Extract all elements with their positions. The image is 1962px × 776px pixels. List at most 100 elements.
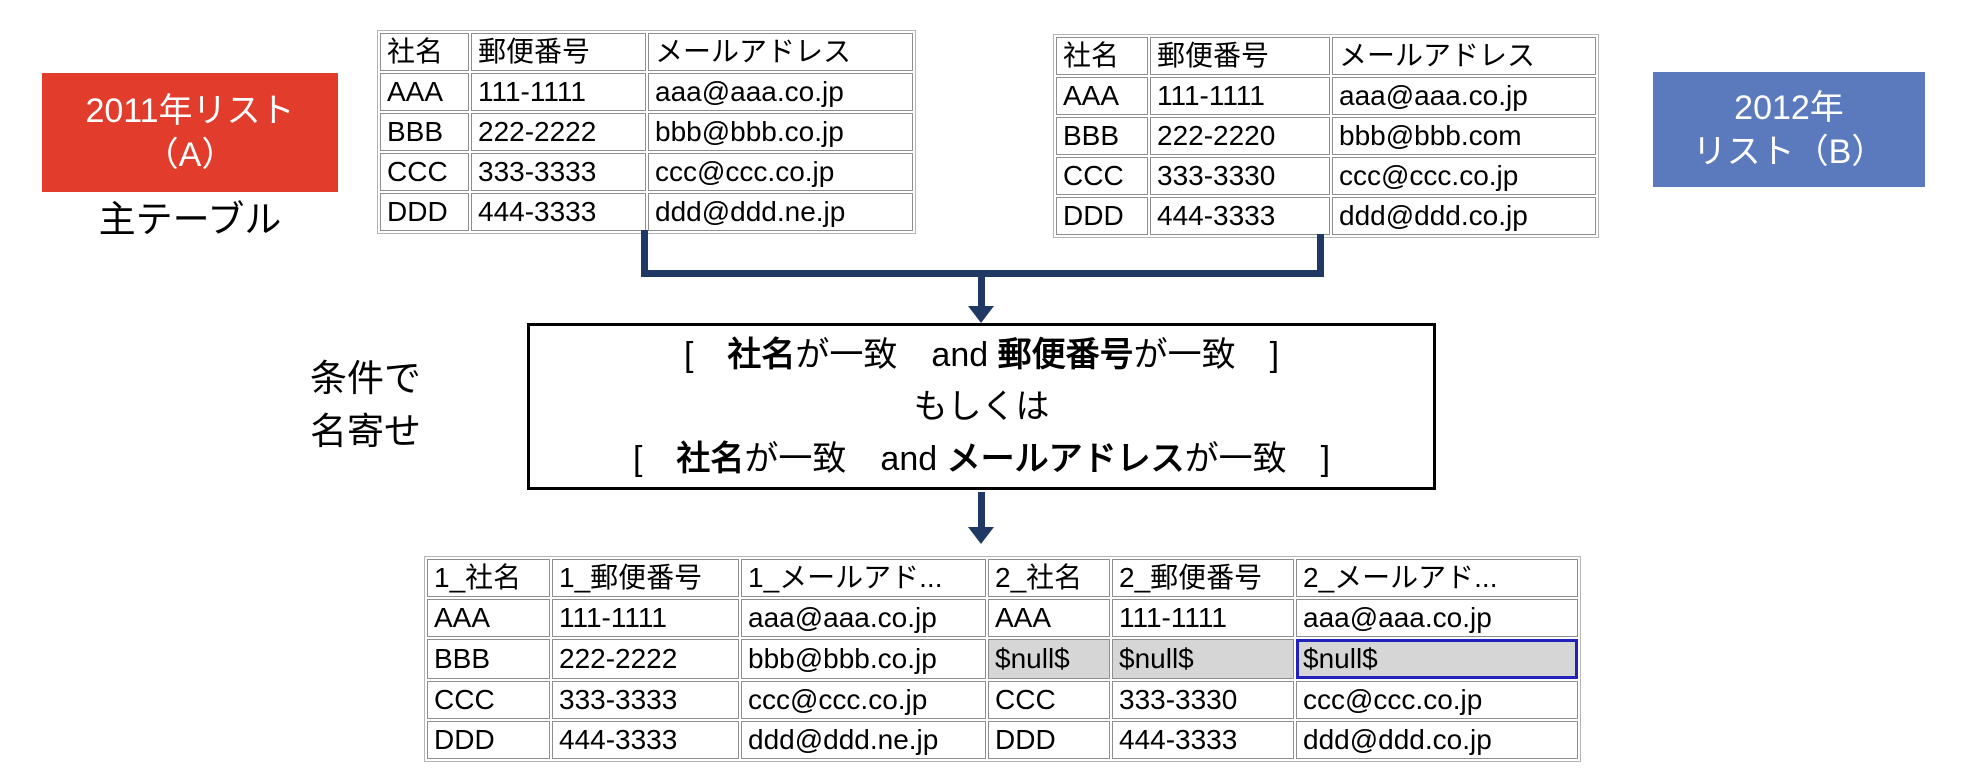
null-cell: $null$ xyxy=(1112,639,1294,679)
table-cell: ccc@ccc.co.jp xyxy=(648,153,913,191)
table-cell: aaa@aaa.co.jp xyxy=(1296,599,1578,637)
condition-text: [ xyxy=(683,335,728,374)
table-cell: BBB xyxy=(427,639,550,679)
table-cell: 444-3333 xyxy=(1112,721,1294,759)
table-cell: ccc@ccc.co.jp xyxy=(741,681,986,719)
condition-field-name: 社名 xyxy=(676,439,745,478)
arrow-down-icon xyxy=(978,277,985,307)
column-header: 2_郵便番号 xyxy=(1112,559,1294,597)
arrow-down-head-icon xyxy=(968,306,994,323)
column-header: メールアドレス xyxy=(648,33,913,71)
condition-text: が一致 ] xyxy=(1184,439,1331,478)
table-cell: CCC xyxy=(427,681,550,719)
column-header: 社名 xyxy=(380,33,469,71)
table-cell: DDD xyxy=(988,721,1110,759)
condition-text: が一致 and xyxy=(795,335,998,374)
table-cell: 333-3333 xyxy=(471,153,646,191)
table-cell: aaa@aaa.co.jp xyxy=(741,599,986,637)
table-cell: AAA xyxy=(427,599,550,637)
table-cell: 111-1111 xyxy=(1150,77,1330,115)
table-cell: bbb@bbb.com xyxy=(1332,117,1596,155)
header-row: 社名郵便番号メールアドレス xyxy=(380,33,913,71)
table-cell: ddd@ddd.ne.jp xyxy=(648,193,913,231)
table-cell: 111-1111 xyxy=(471,73,646,111)
condition-line-1: [ 社名が一致 and 郵便番号が一致 ] xyxy=(684,329,1279,381)
header-row: 社名郵便番号メールアドレス xyxy=(1056,37,1596,75)
table-cell: CCC xyxy=(1056,157,1148,195)
condition-line-2: もしくは xyxy=(914,381,1050,433)
connector-line-right xyxy=(1317,234,1324,272)
table-cell: DDD xyxy=(1056,197,1148,235)
column-header: 郵便番号 xyxy=(471,33,646,71)
condition-side-label-line2: 名寄せ xyxy=(310,411,421,452)
table-cell: 111-1111 xyxy=(552,599,739,637)
table-cell: 444-3333 xyxy=(552,721,739,759)
table-cell: BBB xyxy=(1056,117,1148,155)
table-cell: 333-3330 xyxy=(1150,157,1330,195)
table-cell: ddd@ddd.ne.jp xyxy=(741,721,986,759)
table-cell: BBB xyxy=(380,113,469,151)
arrow-down-icon xyxy=(978,492,985,528)
condition-field-name: 郵便番号 xyxy=(997,335,1134,374)
table-cell: 222-2222 xyxy=(471,113,646,151)
table-cell: CCC xyxy=(988,681,1110,719)
column-header: メールアドレス xyxy=(1332,37,1596,75)
column-header: 2_メールアド... xyxy=(1296,559,1578,597)
list-a-badge-line2: （A） xyxy=(144,135,236,174)
table-cell: aaa@aaa.co.jp xyxy=(1332,77,1596,115)
table-cell: ddd@ddd.co.jp xyxy=(1332,197,1596,235)
table-cell: DDD xyxy=(427,721,550,759)
table-cell: 222-2220 xyxy=(1150,117,1330,155)
list-b-badge: 2012年 リスト（B） xyxy=(1653,72,1925,187)
table-cell: ddd@ddd.co.jp xyxy=(1296,721,1578,759)
column-header: 社名 xyxy=(1056,37,1148,75)
column-header: 1_社名 xyxy=(427,559,550,597)
null-cell: $null$ xyxy=(988,639,1110,679)
condition-field-name: 社名 xyxy=(727,335,796,374)
table-cell: 111-1111 xyxy=(1112,599,1294,637)
column-header: 1_メールアド... xyxy=(741,559,986,597)
list-b-badge-line2: リスト（B） xyxy=(1692,132,1886,171)
main-table-label: 主テーブル xyxy=(98,199,282,240)
table-cell: bbb@bbb.co.jp xyxy=(741,639,986,679)
table-cell: ccc@ccc.co.jp xyxy=(1296,681,1578,719)
table-cell: 333-3333 xyxy=(552,681,739,719)
column-header: 2_社名 xyxy=(988,559,1110,597)
table-cell: ccc@ccc.co.jp xyxy=(1332,157,1596,195)
list-a-badge-line1: 2011年リスト xyxy=(85,91,295,130)
condition-text: もしくは xyxy=(913,387,1050,426)
condition-text: [ xyxy=(632,439,677,478)
selected-null-cell: $null$ xyxy=(1296,639,1578,679)
column-header: 1_郵便番号 xyxy=(552,559,739,597)
table-cell: AAA xyxy=(380,73,469,111)
table-cell: CCC xyxy=(380,153,469,191)
match-condition-box: [ 社名が一致 and 郵便番号が一致 ] もしくは [ 社名が一致 and メ… xyxy=(527,323,1436,490)
condition-side-label: 条件で 名寄せ xyxy=(310,352,421,458)
table-cell: 444-3333 xyxy=(471,193,646,231)
column-header: 郵便番号 xyxy=(1150,37,1330,75)
condition-side-label-line1: 条件で xyxy=(310,358,421,399)
connector-bar xyxy=(641,270,1324,277)
table-cell: AAA xyxy=(1056,77,1148,115)
list-a-badge: 2011年リスト （A） xyxy=(42,73,338,192)
table-cell: 444-3333 xyxy=(1150,197,1330,235)
table-cell: 222-2222 xyxy=(552,639,739,679)
condition-field-name: メールアドレス xyxy=(946,439,1185,478)
table-cell: 333-3330 xyxy=(1112,681,1294,719)
